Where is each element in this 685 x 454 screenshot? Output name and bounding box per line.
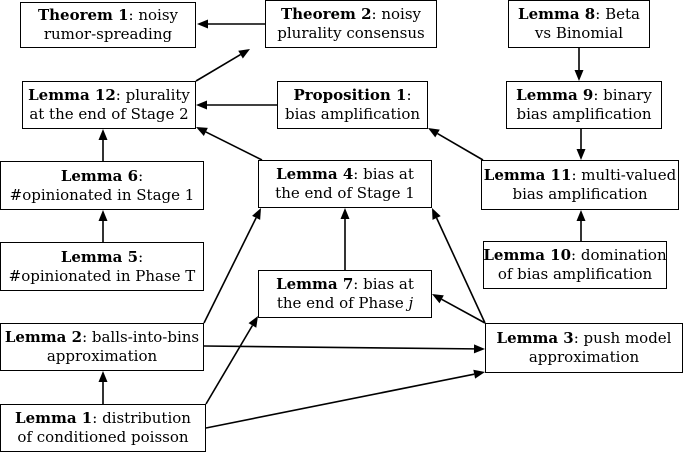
arrow-line [203, 345, 475, 350]
edge-lem8-to-lem9 [574, 48, 584, 81]
arrow-line [437, 132, 484, 161]
arrow-line [441, 298, 486, 324]
edge-lem12-to-thm2 [195, 49, 250, 82]
edge-lem5-to-lem6 [98, 210, 108, 242]
arrow-line [203, 217, 257, 324]
arrow-head [98, 129, 108, 140]
edge-thm2-to-thm1 [197, 19, 265, 29]
edge-lem9-to-lem11 [576, 129, 586, 160]
arrow-head [340, 208, 350, 219]
arrow-head [252, 208, 261, 220]
arrow-head [196, 100, 207, 110]
arrow-line [205, 131, 263, 161]
arrow-head [98, 371, 108, 382]
arrow-head [248, 316, 258, 328]
arrow-head [576, 210, 586, 221]
edge-lem1-to-lem2 [98, 371, 108, 404]
arrow-head [574, 70, 584, 81]
edge-lem3-to-lem7 [432, 294, 486, 324]
edge-lem2-to-lem4 [203, 208, 261, 324]
arrow-line [205, 325, 254, 405]
edge-lem11-to-prop1 [428, 128, 484, 161]
arrow-head [238, 49, 250, 59]
arrow-head [196, 127, 208, 136]
edge-lem1-to-lem3 [205, 369, 485, 429]
arrow-head [432, 208, 441, 220]
arrow-head [432, 294, 444, 304]
edge-lem10-to-lem11 [576, 210, 586, 241]
arrow-head [197, 19, 208, 29]
edge-lem2-to-lem3 [203, 344, 485, 354]
edge-lem7-to-lem4 [340, 208, 350, 270]
node-proposition-1: Proposition 1:bias amplification [277, 81, 428, 129]
arrow-head [428, 128, 440, 138]
edge-lem1-to-lem7 [205, 316, 258, 405]
arrow-line [205, 373, 475, 429]
arrow-head [576, 149, 586, 160]
node-lemma-6: Lemma 6:#opinionated in Stage 1 [0, 161, 204, 210]
arrow-line [435, 217, 486, 324]
arrow-head [98, 210, 108, 221]
edge-lem4-to-lem12 [196, 127, 263, 161]
edge-lem6-to-lem12 [98, 129, 108, 161]
node-lemma-5: Lemma 5:#opinionated in Phase T [0, 242, 204, 291]
arrow-head [473, 369, 485, 379]
edge-lem3-to-lem4 [432, 208, 486, 324]
edge-prop1-to-lem12 [196, 100, 277, 110]
arrow-line [195, 53, 241, 82]
arrow-head [473, 344, 485, 354]
